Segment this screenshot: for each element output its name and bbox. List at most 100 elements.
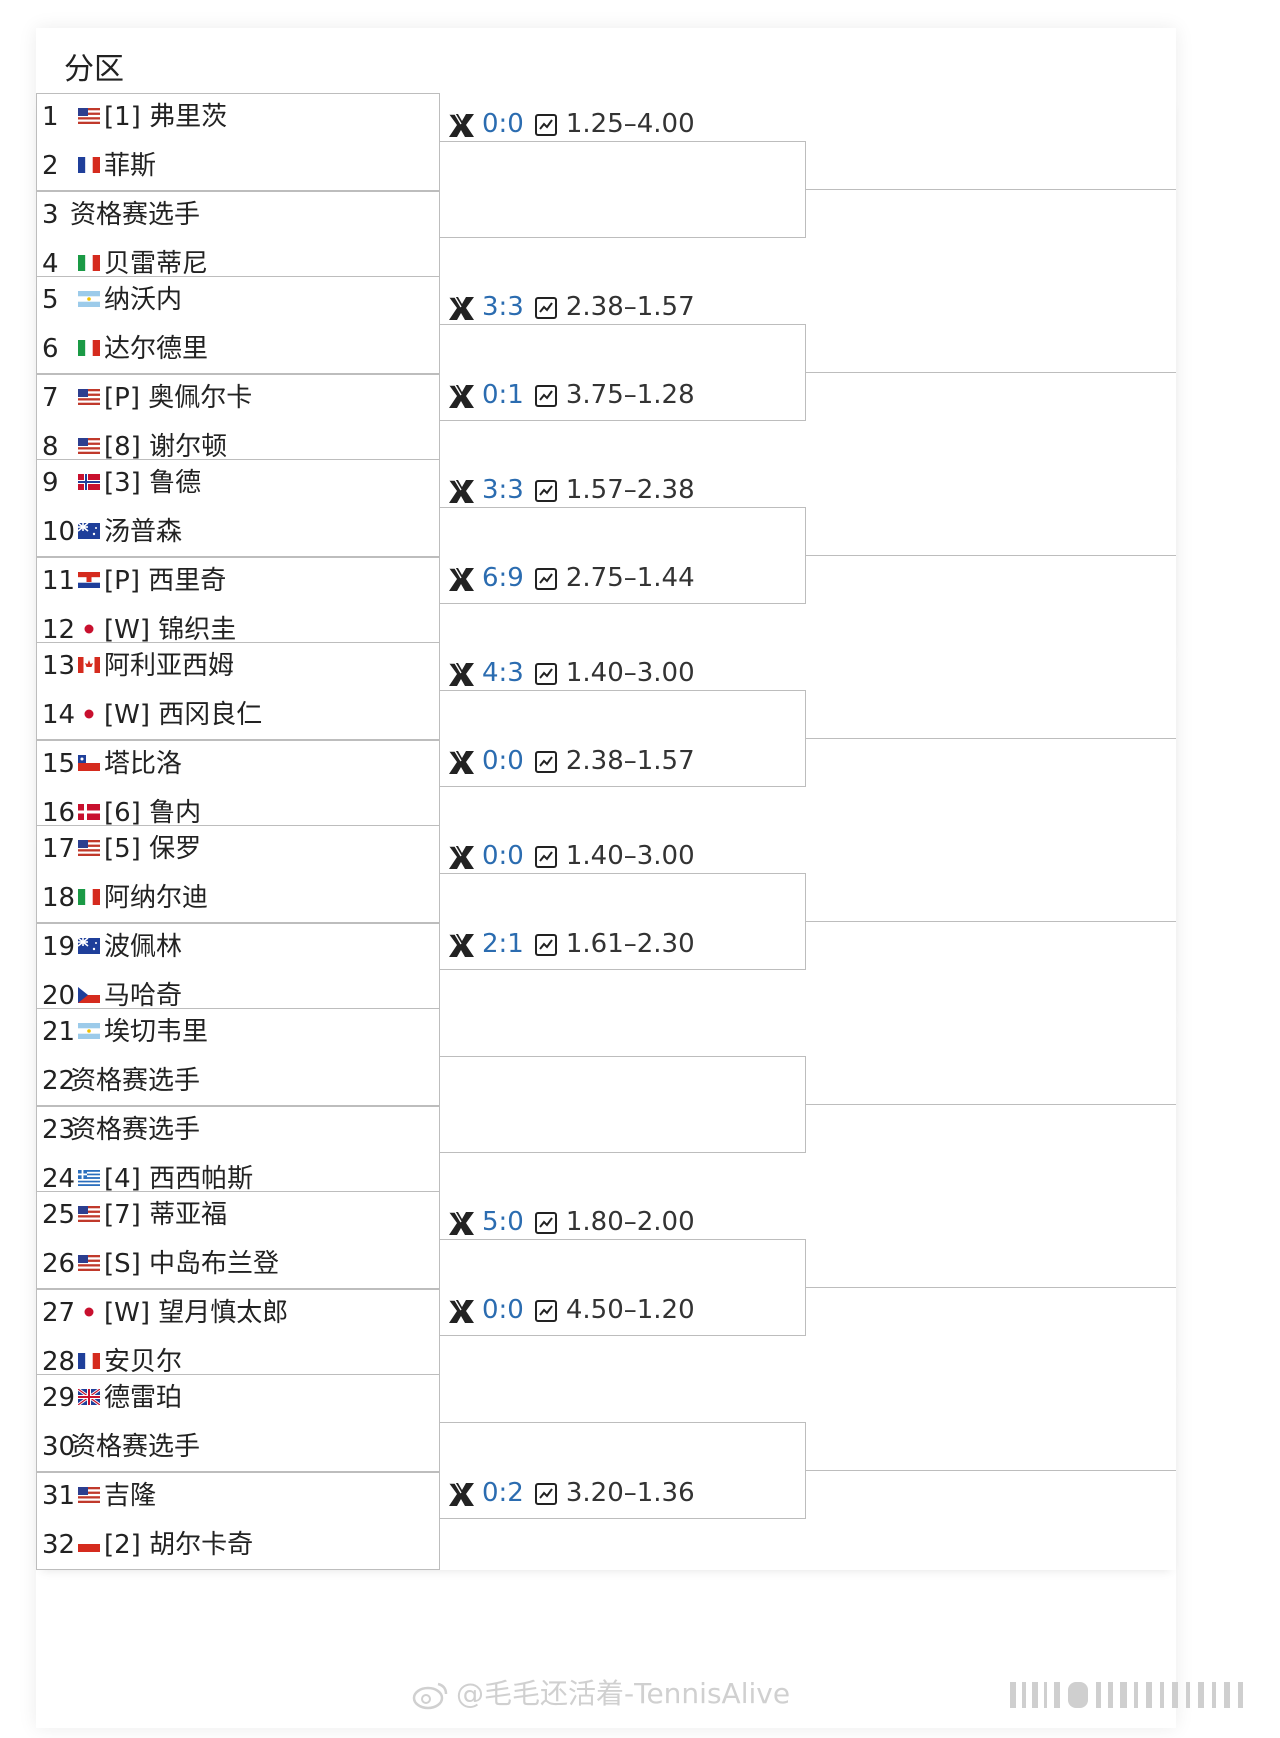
player-name[interactable]: 菲斯 bbox=[104, 151, 157, 181]
player-row[interactable]: 9[3] 鲁德 bbox=[36, 459, 440, 507]
head-to-head-score[interactable]: 0:1 bbox=[482, 380, 524, 410]
odds-chart-icon[interactable] bbox=[534, 296, 558, 320]
head-to-head-score[interactable]: 5:0 bbox=[482, 1207, 524, 1237]
head-to-head-icon[interactable] bbox=[446, 747, 476, 777]
head-to-head-icon[interactable] bbox=[446, 930, 476, 960]
player-name[interactable]: [5] 保罗 bbox=[104, 834, 202, 864]
head-to-head-score[interactable]: 0:0 bbox=[482, 1295, 524, 1325]
player-name[interactable]: 纳沃内 bbox=[104, 285, 183, 315]
player-name[interactable]: [W] 锦织圭 bbox=[104, 615, 237, 645]
head-to-head-icon[interactable] bbox=[446, 659, 476, 689]
head-to-head-score[interactable]: 0:0 bbox=[482, 746, 524, 776]
player-name[interactable]: [8] 谢尔顿 bbox=[104, 432, 228, 462]
player-row[interactable]: 12[W] 锦织圭 bbox=[36, 606, 440, 654]
odds-chart-icon[interactable] bbox=[534, 113, 558, 137]
player-row[interactable]: 27[W] 望月慎太郎 bbox=[36, 1289, 440, 1337]
player-name[interactable]: [1] 弗里茨 bbox=[104, 102, 228, 132]
head-to-head-score[interactable]: 3:3 bbox=[482, 475, 524, 505]
odds-chart-icon[interactable] bbox=[534, 1482, 558, 1506]
head-to-head-score[interactable]: 4:3 bbox=[482, 658, 524, 688]
odds-chart-icon[interactable] bbox=[534, 750, 558, 774]
player-name[interactable]: [P] 西里奇 bbox=[104, 566, 227, 596]
player-name[interactable]: 安贝尔 bbox=[104, 1347, 183, 1377]
player-name[interactable]: 德雷珀 bbox=[104, 1383, 183, 1413]
player-name[interactable]: [3] 鲁德 bbox=[104, 468, 202, 498]
player-name[interactable]: 资格赛选手 bbox=[70, 1432, 201, 1462]
player-name[interactable]: 阿纳尔迪 bbox=[104, 883, 209, 913]
head-to-head-icon[interactable] bbox=[446, 476, 476, 506]
odds-chart-icon[interactable] bbox=[534, 845, 558, 869]
odds-chart-icon[interactable] bbox=[534, 567, 558, 591]
player-name[interactable]: 吉隆 bbox=[104, 1481, 157, 1511]
player-row[interactable]: 11[P] 西里奇 bbox=[36, 557, 440, 605]
odds-chart-icon[interactable] bbox=[534, 384, 558, 408]
odds-chart-icon[interactable] bbox=[534, 933, 558, 957]
player-name[interactable]: [4] 西西帕斯 bbox=[104, 1164, 254, 1194]
player-name[interactable]: 贝雷蒂尼 bbox=[104, 249, 209, 279]
head-to-head-score[interactable]: 6:9 bbox=[482, 563, 524, 593]
odds-chart-icon[interactable] bbox=[534, 662, 558, 686]
player-row[interactable]: 7[P] 奥佩尔卡 bbox=[36, 374, 440, 422]
player-name[interactable]: 汤普森 bbox=[104, 517, 183, 547]
odds-chart-icon[interactable] bbox=[534, 1299, 558, 1323]
player-name[interactable]: 马哈奇 bbox=[104, 981, 183, 1011]
player-name[interactable]: 资格赛选手 bbox=[70, 1066, 201, 1096]
head-to-head-score[interactable]: 0:0 bbox=[482, 109, 524, 139]
odds-chart-icon[interactable] bbox=[534, 1211, 558, 1235]
player-name[interactable]: 资格赛选手 bbox=[70, 1115, 201, 1145]
head-to-head-icon[interactable] bbox=[446, 1479, 476, 1509]
player-row[interactable]: 17[5] 保罗 bbox=[36, 825, 440, 873]
player-name[interactable]: 阿利亚西姆 bbox=[104, 651, 235, 681]
head-to-head-icon[interactable] bbox=[446, 842, 476, 872]
player-name[interactable]: 资格赛选手 bbox=[70, 200, 201, 230]
player-row[interactable]: 8[8] 谢尔顿 bbox=[36, 423, 440, 471]
player-row[interactable]: 32[2] 胡尔卡奇 bbox=[36, 1521, 440, 1569]
player-name[interactable]: [7] 蒂亚福 bbox=[104, 1200, 228, 1230]
player-row[interactable]: 25[7] 蒂亚福 bbox=[36, 1191, 440, 1239]
player-row[interactable]: 16[6] 鲁内 bbox=[36, 789, 440, 837]
player-name[interactable]: [P] 奥佩尔卡 bbox=[104, 383, 253, 413]
head-to-head-score[interactable]: 0:2 bbox=[482, 1478, 524, 1508]
head-to-head-score[interactable]: 0:0 bbox=[482, 841, 524, 871]
player-name[interactable]: 波佩林 bbox=[104, 932, 183, 962]
player-name[interactable]: 埃切韦里 bbox=[104, 1017, 209, 1047]
player-name[interactable]: 达尔德里 bbox=[104, 334, 209, 364]
player-name[interactable]: [S] 中岛布兰登 bbox=[104, 1249, 280, 1279]
player-name[interactable]: [W] 西冈良仁 bbox=[104, 700, 263, 730]
player-row[interactable]: 1[1] 弗里茨 bbox=[36, 93, 440, 141]
player-row[interactable]: 24[4] 西西帕斯 bbox=[36, 1155, 440, 1203]
player-name[interactable]: [2] 胡尔卡奇 bbox=[104, 1530, 254, 1560]
head-to-head-icon[interactable] bbox=[446, 110, 476, 140]
odds-chart-icon[interactable] bbox=[534, 479, 558, 503]
player-name[interactable]: [6] 鲁内 bbox=[104, 798, 202, 828]
player-name[interactable]: 塔比洛 bbox=[104, 749, 183, 779]
head-to-head-score[interactable]: 3:3 bbox=[482, 292, 524, 322]
head-to-head-icon[interactable] bbox=[446, 293, 476, 323]
